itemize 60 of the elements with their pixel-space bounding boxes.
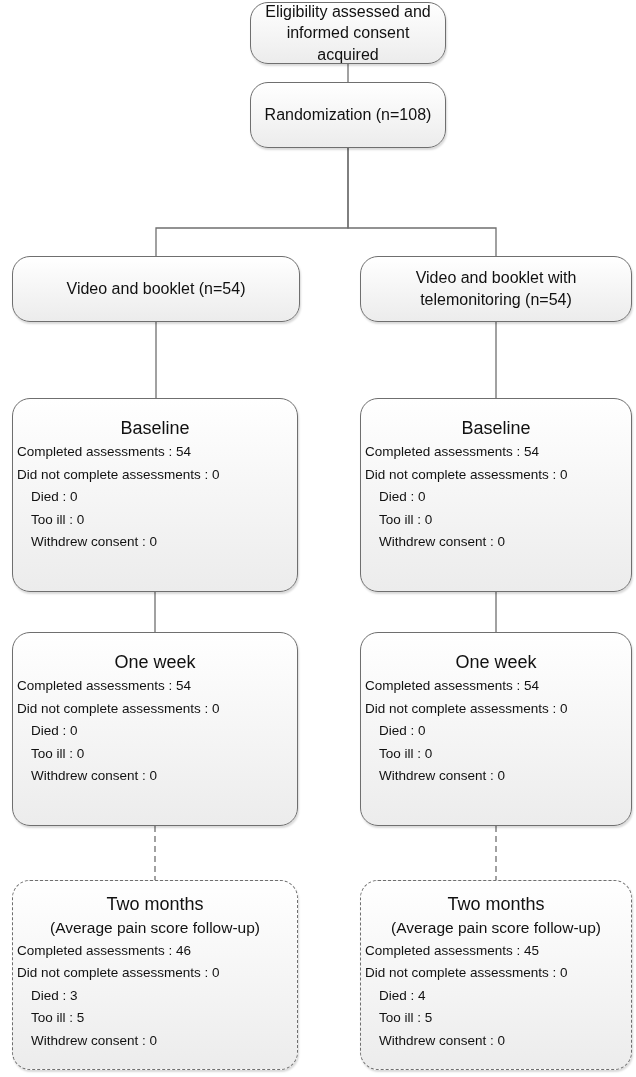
count-line: Died : 4 [379,986,426,1005]
count-line: Died : 0 [31,488,78,507]
count-line: Completed assessments : 45 [365,941,540,960]
count-line: Completed assessments : 54 [17,443,192,462]
count-line: Died : 0 [31,722,78,741]
count-line: Too ill : 0 [379,510,433,529]
box-subheading: (Average pain score follow-up) [50,918,260,939]
connector-line [495,825,497,881]
box-heading: Baseline [120,417,190,440]
count-line: Withdrew consent : 0 [31,1031,158,1050]
rounded-box [12,398,298,592]
count-line: Died : 3 [31,986,78,1005]
box-heading: Two months [447,893,545,916]
box-heading: Baseline [461,417,531,440]
rounded-box [12,632,298,826]
count-line: Withdrew consent : 0 [379,533,506,552]
connector-line [347,63,349,83]
box-heading: One week [114,651,196,674]
dashed-rounded-box [360,880,632,1070]
count-line: Did not complete assessments : 0 [365,465,568,484]
count-line: Completed assessments : 54 [17,677,192,696]
connector-line [154,825,156,881]
box-heading: Two months [106,893,204,916]
count-line: Completed assessments : 54 [365,443,540,462]
rounded-box [360,398,632,592]
dashed-rounded-box [12,880,298,1070]
count-line: Too ill : 0 [31,510,85,529]
count-line: Did not complete assessments : 0 [17,699,220,718]
box-text: Video and booklet with telemonitoring (n=54) [414,268,578,310]
count-line: Completed assessments : 54 [365,677,540,696]
count-line: Withdrew consent : 0 [379,1031,506,1050]
rounded-box [360,256,632,322]
count-line: Did not complete assessments : 0 [365,699,568,718]
count-line: Died : 0 [379,722,426,741]
box-text: Video and booklet (n=54) [66,279,246,300]
rounded-box [360,632,632,826]
connector-line [155,321,157,399]
count-line: Did not complete assessments : 0 [365,964,568,983]
box-text: Randomization (n=108) [264,105,432,126]
connector-line [495,321,497,399]
rounded-box [250,2,446,64]
count-line: Withdrew consent : 0 [31,767,158,786]
count-line: Too ill : 5 [379,1009,433,1028]
count-line: Too ill : 5 [31,1009,85,1028]
box-text: Eligibility assessed and informed consent acquired [264,1,432,65]
count-line: Withdrew consent : 0 [379,767,506,786]
count-line: Did not complete assessments : 0 [17,465,220,484]
connector-line [495,591,497,633]
connector-line [154,591,156,633]
count-line: Died : 0 [379,488,426,507]
count-line: Too ill : 0 [31,744,85,763]
rounded-box [12,256,300,322]
count-line: Did not complete assessments : 0 [17,964,220,983]
box-heading: One week [455,651,537,674]
count-line: Completed assessments : 46 [17,941,192,960]
box-subheading: (Average pain score follow-up) [391,918,601,939]
count-line: Withdrew consent : 0 [31,533,158,552]
connector-line [347,147,497,257]
count-line: Too ill : 0 [379,744,433,763]
rounded-box [250,82,446,148]
